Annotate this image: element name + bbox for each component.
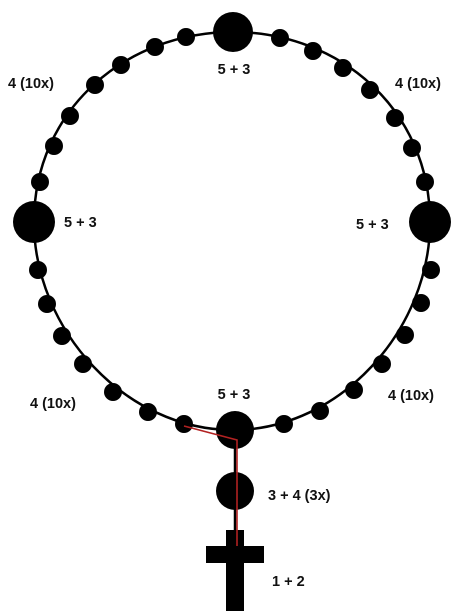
label-upper-left: 4 (10x) — [8, 76, 54, 92]
small-bead — [396, 326, 414, 344]
small-bead — [275, 415, 293, 433]
label-mid-left: 5 + 3 — [64, 215, 97, 231]
large-bead-top — [213, 12, 253, 52]
label-bottom: 5 + 3 — [218, 387, 251, 403]
small-bead — [74, 355, 92, 373]
small-bead — [139, 403, 157, 421]
small-bead — [31, 173, 49, 191]
small-bead — [373, 355, 391, 373]
prayer-path-line — [183, 425, 238, 546]
small-bead — [38, 295, 56, 313]
small-bead — [345, 381, 363, 399]
label-pendant-bead: 3 + 4 (3x) — [268, 488, 331, 504]
small-bead — [311, 402, 329, 420]
small-bead — [29, 261, 47, 279]
small-bead — [53, 327, 71, 345]
large-bead-left — [13, 201, 55, 243]
large-bead-bottom — [216, 411, 254, 449]
small-bead — [271, 29, 289, 47]
label-upper-right: 4 (10x) — [395, 76, 441, 92]
small-bead — [334, 59, 352, 77]
small-bead — [112, 56, 130, 74]
small-bead — [45, 137, 63, 155]
small-bead — [361, 81, 379, 99]
label-mid-right: 5 + 3 — [356, 217, 389, 233]
small-bead — [403, 139, 421, 157]
cross-horizontal-beam — [206, 546, 264, 563]
large-bead-right — [409, 201, 451, 243]
small-bead — [175, 415, 193, 433]
pendant-large-bead — [216, 472, 254, 510]
small-bead — [386, 109, 404, 127]
small-bead — [61, 107, 79, 125]
label-cross: 1 + 2 — [272, 574, 305, 590]
small-bead — [177, 28, 195, 46]
small-bead — [104, 383, 122, 401]
small-bead — [146, 38, 164, 56]
small-bead — [412, 294, 430, 312]
small-bead — [416, 173, 434, 191]
cross-vertical-beam — [226, 530, 244, 611]
small-bead — [422, 261, 440, 279]
label-lower-right: 4 (10x) — [388, 388, 434, 404]
crucifix — [206, 530, 264, 611]
small-bead — [304, 42, 322, 60]
label-lower-left: 4 (10x) — [30, 396, 76, 412]
label-top: 5 + 3 — [218, 62, 251, 78]
small-bead — [86, 76, 104, 94]
